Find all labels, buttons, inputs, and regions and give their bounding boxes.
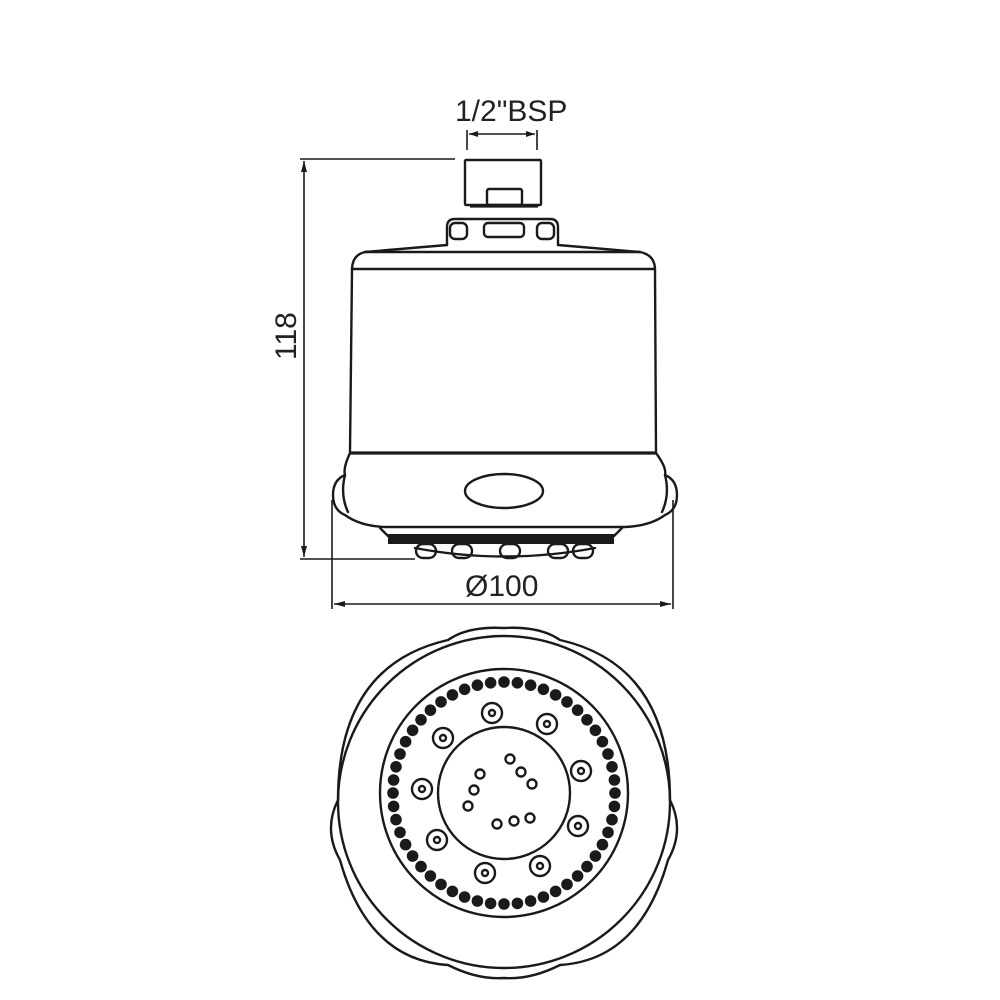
connector-nut	[445, 158, 560, 247]
diameter-dimension	[331, 500, 674, 609]
height-dimension	[300, 158, 455, 560]
connection-size-label: 1/2"BSP	[455, 95, 568, 128]
nozzle-face-side	[378, 526, 624, 560]
height-label: 118	[270, 312, 303, 360]
diameter-label: Ø100	[465, 570, 539, 603]
mode-selector-badge	[463, 472, 545, 510]
inner-spray-zone	[436, 725, 572, 861]
connection-dimension	[466, 130, 538, 150]
outer-rim	[329, 626, 679, 980]
upper-body	[348, 243, 658, 455]
face-plan-view	[329, 626, 679, 980]
center-nozzles	[462, 753, 538, 830]
side-elevation-view	[300, 130, 679, 609]
middle-ring-nozzles	[410, 701, 593, 885]
nozzle-plate	[378, 667, 630, 919]
outer-dot-ring	[387, 676, 621, 910]
lower-body	[331, 451, 679, 529]
